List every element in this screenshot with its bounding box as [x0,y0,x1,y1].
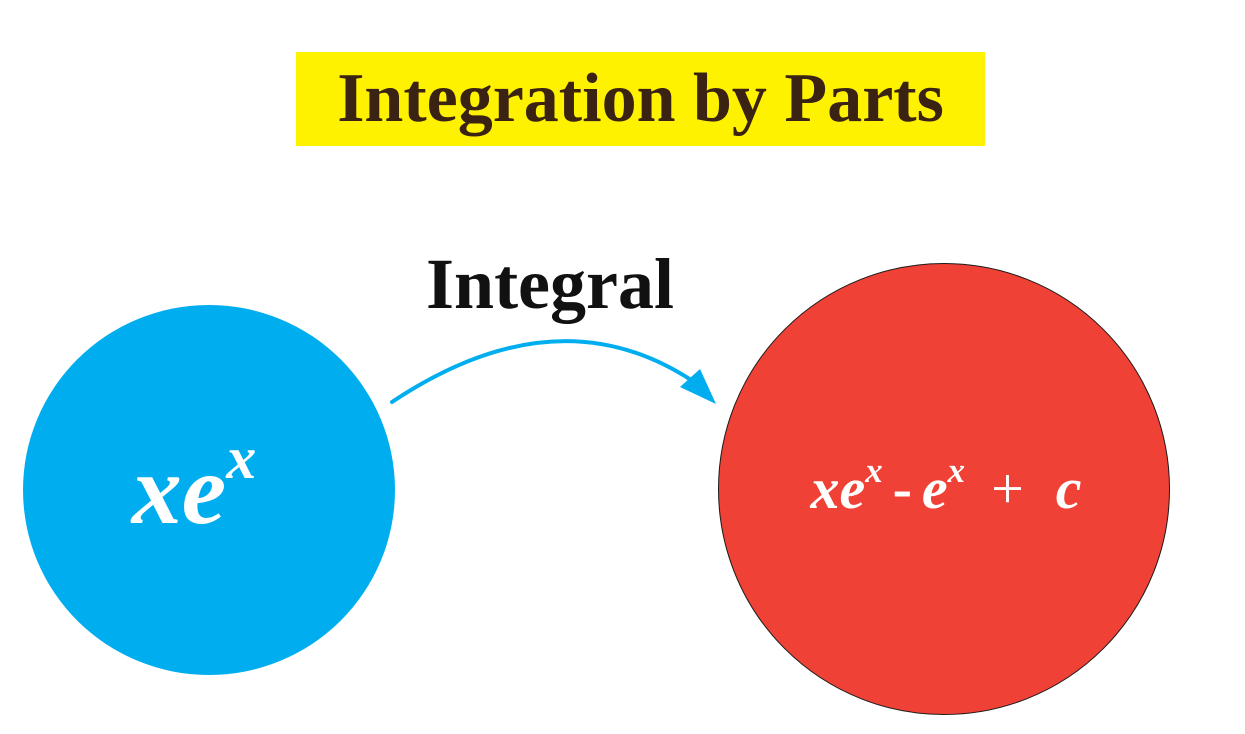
result-expression: xex-ex+c [810,453,1081,518]
input-circle: xex [23,305,395,675]
page-title: Integration by Parts [337,60,944,137]
result-term2-base: e [921,456,948,521]
arrow-label: Integral [426,244,674,324]
result-constant: c [1055,456,1082,521]
title-banner: Integration by Parts [296,52,985,146]
result-term1-exponent: x [865,450,883,490]
arrow-curve [390,339,699,404]
result-term2-exponent: x [947,450,966,490]
arrow-head-icon [680,369,716,404]
input-expression: xex [132,428,256,540]
input-exponent: x [226,425,257,491]
result-circle: xex-ex+c [718,263,1170,715]
result-term1-base: xe [810,456,866,521]
result-plus-sign: + [991,456,1024,521]
result-minus-sign: - [892,456,912,521]
input-base: xe [131,434,227,545]
